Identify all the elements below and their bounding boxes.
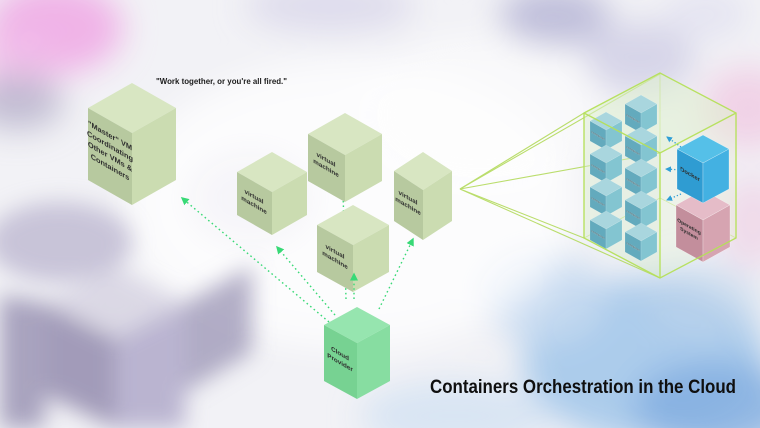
arrow-cloud-to-vm1: [276, 245, 336, 316]
vm4-left-face: [394, 171, 423, 240]
vm3-cube: virtual machine: [317, 205, 389, 292]
vm1-left-face: [237, 172, 272, 235]
fan-line: [459, 112, 585, 190]
container-cube-face: [640, 135, 658, 166]
cloud-provider-cube: Cloud Provider: [324, 307, 390, 399]
background-cube-shapes: [0, 202, 252, 428]
vm2-left-face: [308, 134, 345, 202]
vm2-right-face: [345, 134, 382, 202]
vm2-cube: virtual machine: [308, 113, 382, 202]
master-vm-right-face: [132, 108, 176, 205]
vm4-cube: virtual machine: [394, 152, 452, 240]
fan-line: [459, 152, 661, 190]
operating-system-cube: Operating System: [675, 189, 731, 263]
docker-cube: Docker: [676, 134, 730, 204]
container-cube: container: [589, 144, 623, 184]
container-cube-face: [640, 199, 658, 230]
background-blob: [0, 74, 64, 130]
fan-line: [459, 188, 661, 279]
master-vm-cube: "Master" VM Coordinating Other VMs & Con…: [87, 83, 176, 205]
docker-right-face: [702, 148, 730, 204]
container-cube: container: [589, 111, 623, 151]
background-cube-face: [0, 295, 45, 428]
container-column-left: container container container container: [589, 111, 623, 250]
background-blob: [0, 202, 132, 282]
container-cube: container: [624, 190, 658, 230]
container-cube-face: [605, 120, 623, 151]
vm1-right-face: [272, 172, 307, 235]
container-cube: container: [589, 210, 623, 250]
container-cube: container: [624, 126, 658, 166]
arrow-cloud-to-vm4: [378, 237, 414, 310]
master-vm-left-face: [88, 108, 132, 205]
background-blob: [360, 380, 550, 428]
vm4-right-face: [423, 171, 452, 240]
orchestration-arrows: [180, 190, 348, 323]
arrow-docker-to-containers-middle: [665, 166, 683, 173]
container-cube: container: [624, 222, 658, 262]
fan-line: [459, 188, 585, 239]
container-cube-face: [640, 103, 658, 134]
background-cube-face: [115, 303, 185, 428]
background-blob: [702, 66, 760, 150]
vm3-left-face: [317, 225, 353, 292]
background-blob: [500, 0, 610, 46]
container-cube-face: [605, 153, 623, 184]
slide-title: Containers Orchestration in the Cloud: [430, 377, 736, 398]
os-right-face: [702, 204, 731, 263]
host-cube-front-edges: [583, 112, 737, 278]
container-cube: container: [624, 94, 658, 134]
host-cube-edges: [583, 72, 737, 279]
container-cube-face: [640, 167, 658, 198]
container-cube-face: [640, 231, 658, 262]
background-glow: [360, 37, 600, 193]
quote-text: "Work together, or you're all fired.": [156, 77, 287, 86]
container-cube: container: [589, 177, 623, 217]
cloud-provider-left-face: [324, 325, 357, 399]
container-cube-face: [605, 219, 623, 250]
background-blob: [585, 22, 695, 94]
vm1-cube: virtual machine: [237, 152, 307, 235]
container-column-right: container container container container …: [624, 94, 658, 262]
container-cube-face: [605, 186, 623, 217]
cloud-provider-right-face: [357, 325, 390, 399]
container-cube: container: [624, 158, 658, 198]
orchestration-arrow-vm4: [378, 237, 414, 310]
docker-container-arrows: [665, 136, 683, 201]
host-cube-outline: [583, 72, 737, 279]
background-blob: [664, 0, 748, 38]
vm3-right-face: [353, 225, 389, 292]
background-blob: [245, 0, 415, 32]
background-cube-face: [185, 266, 252, 392]
background-cube-face: [45, 303, 115, 428]
arrow-docker-to-containers-bottom: [666, 193, 682, 201]
arrow-docker-to-containers-top: [666, 136, 682, 148]
background-blob: [642, 260, 760, 340]
background-blob: [633, 360, 760, 428]
